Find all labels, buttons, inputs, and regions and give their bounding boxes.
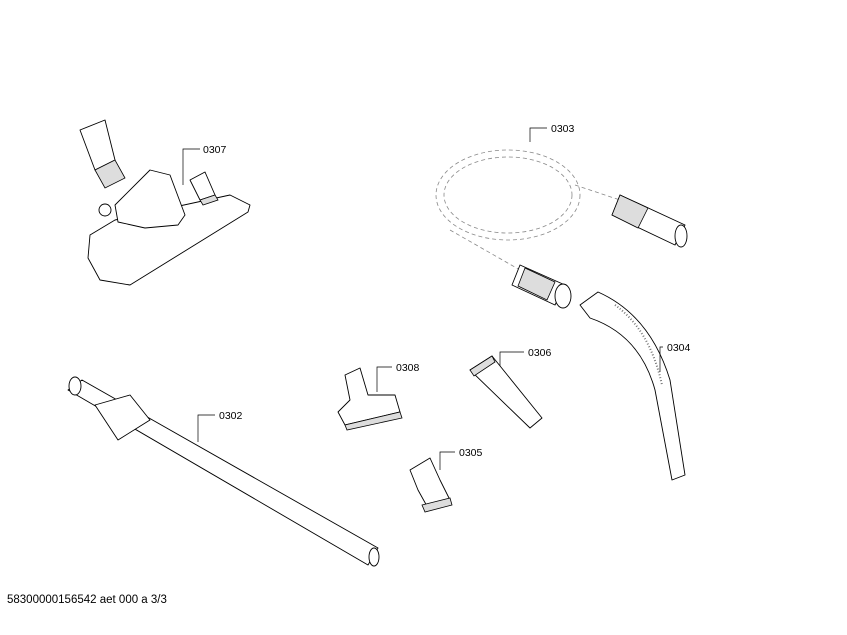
leader-0303: [529, 127, 547, 142]
part-label-0303[interactable]: 0303: [551, 123, 575, 135]
leader-0305: [439, 451, 455, 470]
part-label-0304[interactable]: 0304: [667, 342, 691, 354]
leader-0307: [182, 148, 200, 185]
part-label-0302[interactable]: 0302: [219, 410, 243, 422]
part-upholstery-nozzle[interactable]: [337, 367, 403, 431]
part-floor-nozzle[interactable]: [79, 119, 251, 286]
part-handle[interactable]: [579, 291, 686, 481]
part-label-0305[interactable]: 0305: [459, 447, 483, 459]
leader-0304: [659, 346, 663, 372]
part-crevice-tool[interactable]: [469, 355, 543, 429]
leader-0302: [197, 414, 215, 442]
part-brush-adapter[interactable]: [409, 457, 453, 513]
drawing-reference: 58300000156542 aet 000 a 3/3: [7, 594, 167, 606]
part-hose[interactable]: [435, 149, 688, 309]
part-label-0307[interactable]: 0307: [203, 144, 227, 156]
leader-0306: [499, 351, 524, 366]
part-label-0308[interactable]: 0308: [396, 362, 420, 374]
part-label-0306[interactable]: 0306: [528, 347, 552, 359]
part-telescopic-tube[interactable]: [67, 376, 380, 567]
leader-0308: [376, 366, 392, 392]
